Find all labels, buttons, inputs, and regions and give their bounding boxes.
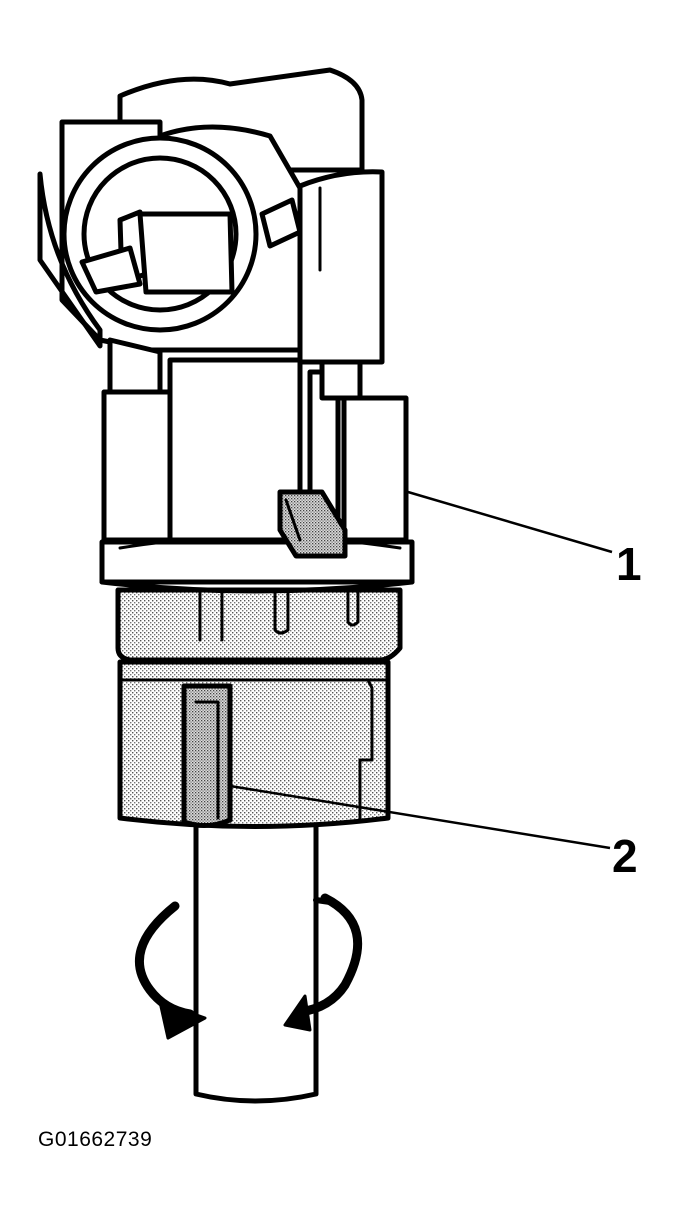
callout-leaders [229,490,613,850]
upper-ring [115,587,403,663]
callout-label-2: 2 [612,830,638,882]
locking-tab [181,683,233,828]
leader-line-1 [407,490,613,554]
flange [99,535,415,594]
shaft [193,817,319,1104]
leader-line-2 [229,784,611,850]
sensor-body [101,357,409,559]
figure-code: G01662739 [38,1128,153,1151]
electrical-connector [37,67,385,401]
rotation-arrow-icon [134,893,363,1040]
lower-housing [117,659,391,829]
callout-label-1: 1 [616,538,642,590]
